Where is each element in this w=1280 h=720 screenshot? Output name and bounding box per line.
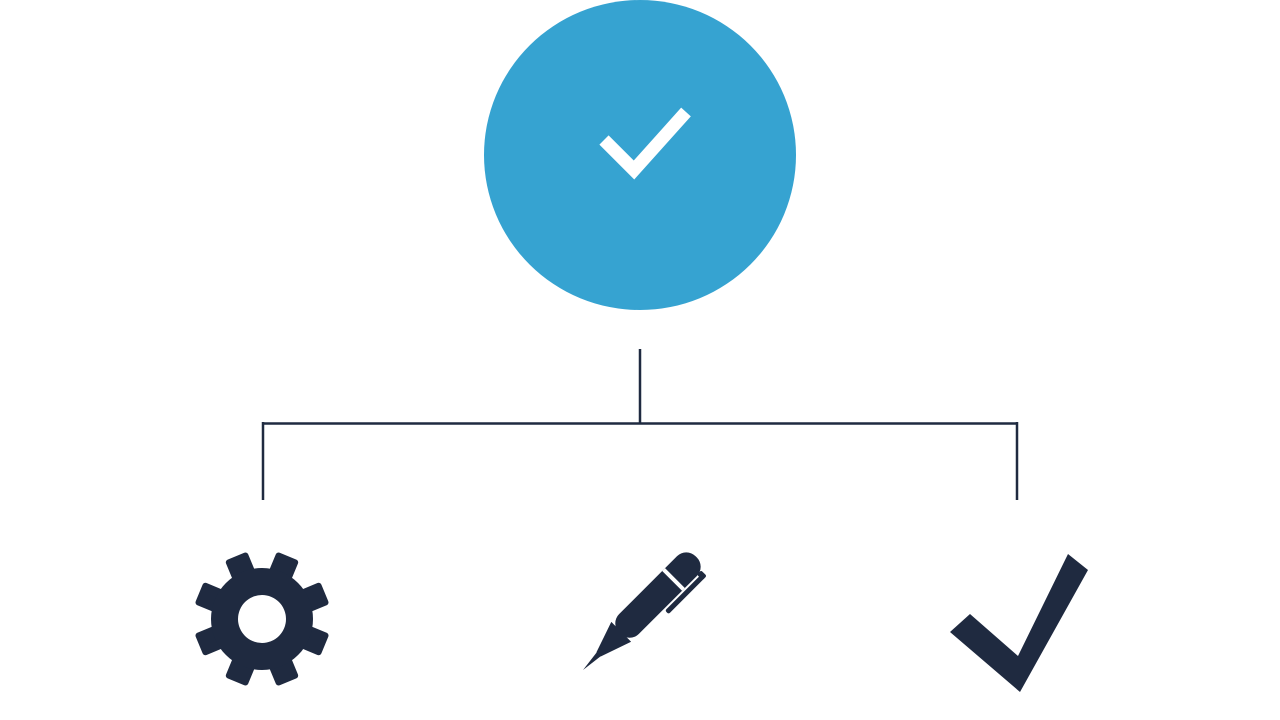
root-check-icon <box>599 107 691 180</box>
root-node <box>484 0 796 310</box>
pen-icon <box>583 552 706 670</box>
gear-icon <box>195 552 329 686</box>
check-icon <box>950 554 1088 692</box>
